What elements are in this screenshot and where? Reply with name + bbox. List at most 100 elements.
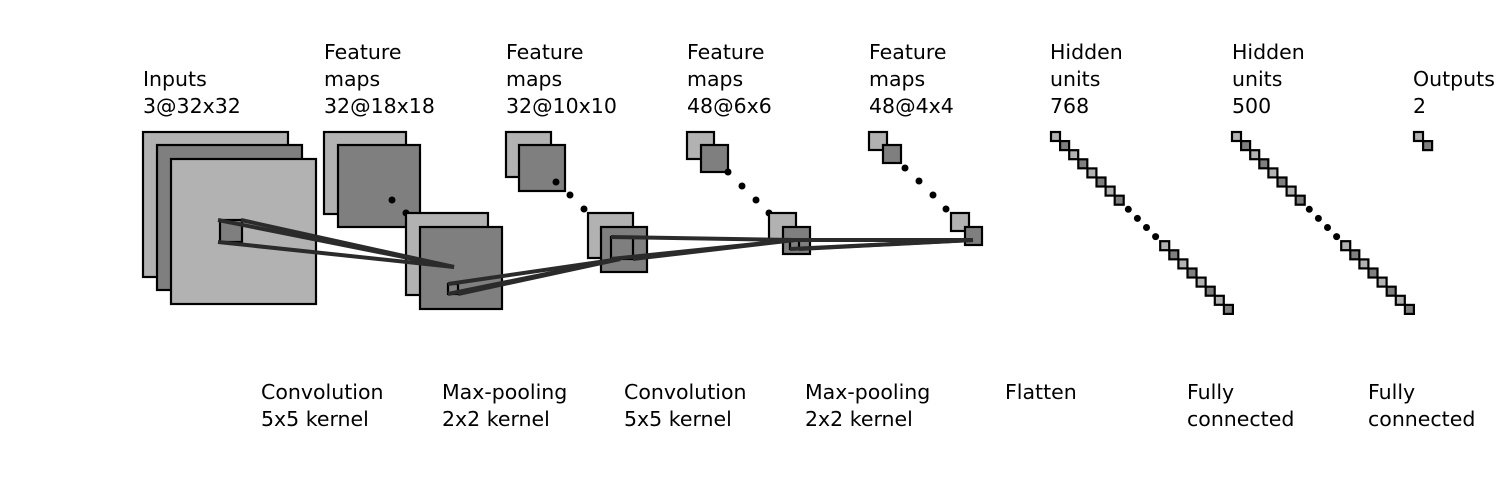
label-line: Inputs (143, 67, 207, 91)
output-units (1412, 130, 1434, 152)
unit-square (1159, 240, 1171, 252)
ellipsis-dot (1143, 224, 1150, 231)
layer-label-feature-maps-3: Feature maps 48@6x6 (687, 39, 772, 120)
label-line: Flatten (1005, 380, 1077, 404)
label-line: 48@6x6 (687, 94, 772, 118)
layer-label-feature-maps-2: Feature maps 32@10x10 (506, 39, 617, 120)
pool1-map-front (599, 225, 649, 274)
unit-square (1276, 176, 1288, 188)
label-line: connected (1187, 407, 1295, 431)
layer-label-inputs: Inputs 3@32x32 (143, 66, 241, 120)
label-line: 5x5 kernel (624, 407, 732, 431)
label-line: Fully (1368, 380, 1416, 404)
ellipsis-dot (566, 191, 574, 199)
unit-square (1077, 158, 1089, 170)
label-line: 32@10x10 (506, 94, 617, 118)
label-line: Hidden (1050, 40, 1123, 64)
label-line: maps (869, 67, 926, 91)
op-label-convolution-1: Convolution 5x5 kernel (261, 379, 383, 433)
ellipsis-dot (580, 205, 588, 213)
label-line: 32@18x18 (324, 94, 435, 118)
label-line: 500 (1232, 94, 1272, 118)
label-line: 48@4x4 (869, 94, 954, 118)
label-line: Convolution (261, 380, 384, 404)
label-line: 5x5 kernel (261, 407, 369, 431)
op-label-flatten: Flatten (1005, 379, 1077, 406)
ellipsis-dot (1324, 224, 1331, 231)
label-line: Hidden (1232, 40, 1305, 64)
hidden-units-500 (1230, 130, 1416, 315)
unit-square (1294, 194, 1306, 206)
unit-square (1358, 258, 1370, 270)
unit-square (1267, 167, 1279, 179)
ellipsis-dot (1133, 214, 1141, 222)
unit-square (1349, 249, 1361, 261)
unit-square (1403, 303, 1416, 315)
input-layer-maps (141, 130, 318, 306)
unit-square (1376, 276, 1388, 288)
label-line: Convolution (624, 380, 747, 404)
ellipsis-dot (752, 196, 760, 204)
unit-square (1168, 249, 1180, 261)
ellipsis-dot (724, 168, 732, 176)
unit-square (1113, 194, 1125, 206)
label-line: units (1232, 67, 1283, 91)
label-line: Outputs (1413, 67, 1495, 91)
pool2-connection-line (798, 238, 974, 251)
unit-square (1285, 185, 1297, 197)
conv2-map-front-top (699, 143, 730, 174)
label-line: Feature (324, 40, 402, 64)
label-line: connected (1368, 407, 1476, 431)
unit-square (1421, 140, 1434, 152)
label-line: maps (687, 67, 744, 91)
unit-square (1412, 130, 1425, 143)
label-line: Feature (687, 40, 765, 64)
unit-square (1177, 258, 1189, 270)
ellipsis-dot (1152, 233, 1160, 241)
pool2-map-front-top (881, 143, 903, 165)
ellipsis-dot (1124, 205, 1132, 213)
layer-label-feature-maps-1: Feature maps 32@18x18 (324, 39, 435, 120)
unit-square (1058, 140, 1071, 152)
op-label-fully-connected-1: Fully connected (1187, 379, 1294, 433)
hidden-units-768 (1049, 130, 1235, 315)
unit-square (1195, 276, 1207, 288)
pool2-feature-maps (867, 130, 984, 247)
label-line: units (1050, 67, 1101, 91)
label-line: 2x2 kernel (805, 407, 913, 431)
ellipsis-dot (738, 182, 746, 190)
op-label-fully-connected-2: Fully connected (1368, 379, 1475, 433)
connection-lines (217, 218, 974, 296)
ellipsis-dot (1305, 205, 1313, 213)
unit-square (1367, 267, 1379, 279)
ellipsis-dot (1333, 233, 1341, 241)
unit-square (1222, 303, 1235, 315)
layer-label-outputs: Outputs 2 (1413, 66, 1495, 120)
unit-square (1239, 140, 1252, 152)
pool2-map-front (963, 225, 984, 247)
ellipsis-dot (552, 178, 560, 186)
label-line: Fully (1187, 380, 1235, 404)
pool1-feature-maps (504, 130, 649, 274)
ellipsis-dot (901, 164, 909, 172)
label-line: 3@32x32 (143, 94, 241, 118)
ellipsis-dot (1314, 214, 1322, 222)
unit-square (1340, 240, 1352, 252)
label-line: Max-pooling (442, 380, 568, 404)
conv1-connection-line (217, 240, 455, 269)
op-label-max-pooling-2: Max-pooling 2x2 kernel (805, 379, 930, 433)
label-line: 2 (1413, 94, 1427, 118)
ellipsis-dot (942, 205, 950, 213)
unit-square (1068, 149, 1080, 161)
unit-square (1104, 185, 1116, 197)
label-line: maps (506, 67, 563, 91)
label-line: Feature (506, 40, 584, 64)
label-line: Feature (869, 40, 947, 64)
unit-square (1095, 176, 1107, 188)
label-line: maps (324, 67, 381, 91)
unit-square (1049, 130, 1062, 143)
unit-square (1186, 267, 1198, 279)
layer-label-hidden-units-1: Hidden units 768 (1050, 39, 1123, 120)
layer-label-feature-maps-4: Feature maps 48@4x4 (869, 39, 954, 120)
